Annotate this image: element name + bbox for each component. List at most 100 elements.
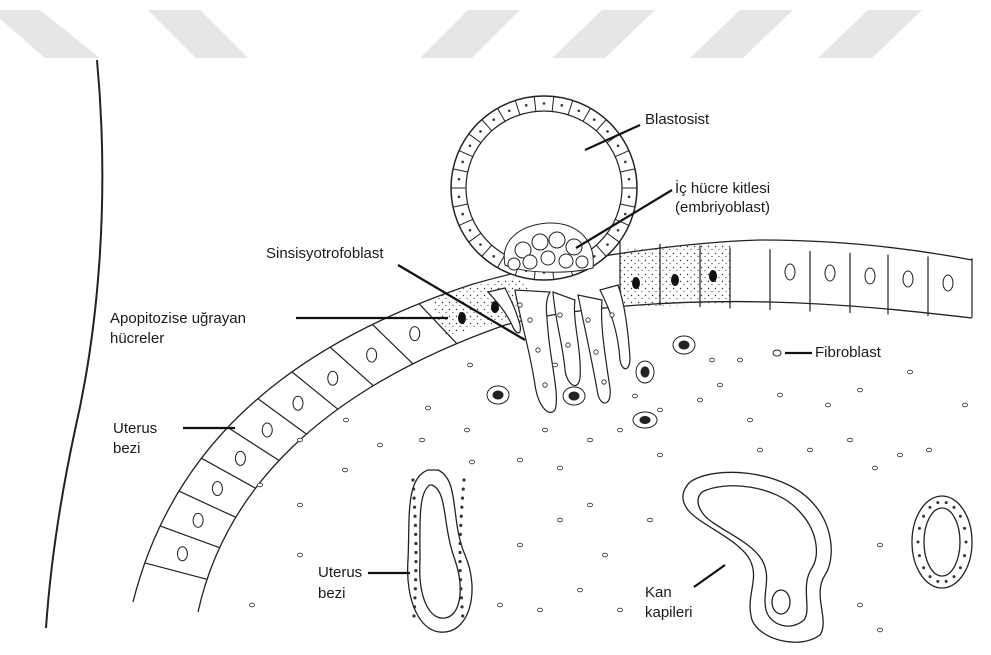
stroma-dot [757,448,762,452]
cell-divider [160,526,220,548]
cell-nucleus [328,371,338,385]
trophoblast-nucleus [560,104,563,107]
gland-nucleus [412,487,415,490]
stroma-dot [542,428,547,432]
label-uterus-bezi-bottom-1: Uterus [318,563,362,582]
gland-nucleus [414,533,417,536]
stroma-dot [342,468,347,472]
label-kan-1: Kan [645,583,672,602]
stroma-dot [847,438,852,442]
stroma-dot [907,370,912,374]
gland-nucleus [929,506,932,509]
gland-nucleus [413,506,416,509]
gland-nucleus [461,614,464,617]
stroma-dot [297,438,302,442]
cell-nucleus [212,482,222,496]
stroma-dot [419,438,424,442]
trophoblast-nucleus [458,196,461,199]
trophoblast-nucleus [479,130,482,133]
gland-nucleus [945,501,948,504]
trophoblast-nucleus [461,161,464,164]
trophoblast-nucleus [617,229,620,232]
stroma-dot [737,358,742,362]
stroma-dot [577,588,582,592]
stroma-dot [517,543,522,547]
stroma-dot [872,466,877,470]
gland-nucleus [460,506,463,509]
gland-nucleus [462,487,465,490]
stroma-dot [464,428,469,432]
trophoblast-nucleus [577,110,580,113]
projection-nucleus [586,318,590,322]
gland-nucleus [953,575,956,578]
trophoblast-nucleus [469,144,472,147]
gland-nucleus [918,554,921,557]
projection-nucleus [594,350,598,354]
stroma-dot [425,406,430,410]
stroma-dot [807,448,812,452]
gland-nucleus [414,524,417,527]
gland-nucleus [459,578,462,581]
gland-nucleus [458,560,461,563]
stroma-dot [249,603,254,607]
trophoblast-nucleus [617,144,620,147]
projection-nucleus [566,343,570,347]
projection-nucleus [602,380,606,384]
gland-nucleus [965,541,968,544]
stroma-dot [517,458,522,462]
stroma-dot [657,453,662,457]
gland-nucleus [414,542,417,545]
gland-nucleus [462,478,465,481]
stroma-dot [343,418,348,422]
cell-nucleus [410,327,420,341]
gland-nucleus [414,587,417,590]
stroma-dot [877,628,882,632]
cell-nucleus [235,451,245,465]
gland-nucleus [413,596,416,599]
projection-nucleus [528,318,532,322]
label-ic-hucre-1: İç hücre kitlesi [675,179,770,198]
gland-nucleus [458,551,461,554]
gland-nucleus [459,569,462,572]
gland-nucleus [412,614,415,617]
trophoblast-nucleus [492,118,495,121]
trophoblast-nucleus [593,118,596,121]
blastocyst [451,96,637,280]
trophoblast-nucleus [458,178,461,181]
stroma-dot [926,448,931,452]
stroma-dot [897,453,902,457]
stroma-dot [709,358,714,362]
stroma-dot [587,503,592,507]
trophoblast-nucleus [525,104,528,107]
blood-capillary [683,472,831,642]
cell-divider [179,491,236,517]
gland-nucleus [460,605,463,608]
uterine-wall-line [46,60,102,628]
stroma-dot [857,388,862,392]
stroma-dot [557,518,562,522]
gland-nucleus [963,527,966,530]
gland-nucleus [922,566,925,569]
gland-nucleus [414,560,417,563]
gland-nucleus [413,515,416,518]
stroma-dot [877,543,882,547]
stroma-dot [825,403,830,407]
trophoblast-nucleus [508,110,511,113]
gland-nucleus [460,515,463,518]
stroma-dot [632,394,637,398]
trophoblast-nucleus [628,196,631,199]
gland-nucleus [413,605,416,608]
trophoblast-nucleus [624,161,627,164]
gland-nucleus [945,580,948,583]
gland-nucleus [959,566,962,569]
gland-nucleus [959,515,962,518]
gland-nucleus [459,587,462,590]
gland-nucleus [459,533,462,536]
gland-nucleus [411,478,414,481]
gland-nucleus [414,551,417,554]
trophoblast-nucleus [628,178,631,181]
gland-nucleus [963,554,966,557]
gland-nucleus [459,524,462,527]
uterine-gland-right [912,496,972,588]
